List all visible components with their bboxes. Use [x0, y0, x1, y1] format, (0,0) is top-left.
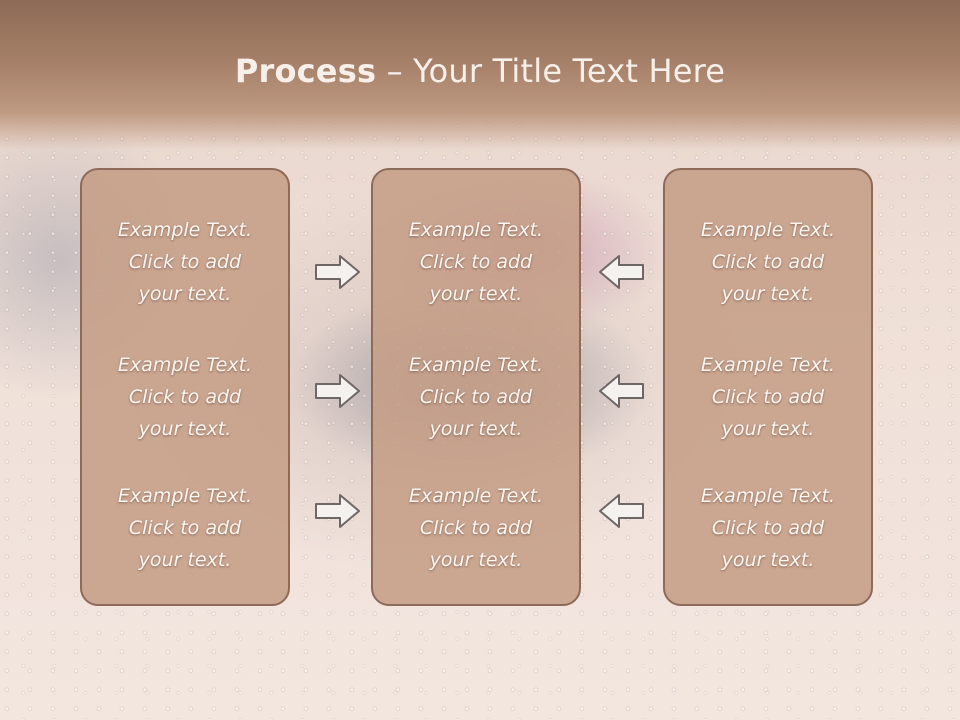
- arrow-right-icon: [315, 494, 360, 528]
- text-placeholder[interactable]: Example Text. Click to add your text.: [373, 480, 579, 576]
- process-box-middle[interactable]: Example Text. Click to add your text. Ex…: [371, 168, 581, 606]
- text-placeholder[interactable]: Example Text. Click to add your text.: [665, 214, 871, 310]
- text-placeholder[interactable]: Example Text. Click to add your text.: [665, 480, 871, 576]
- text-line: Click to add: [711, 517, 825, 539]
- text-line: Click to add: [128, 517, 242, 539]
- process-box-left[interactable]: Example Text. Click to add your text. Ex…: [80, 168, 290, 606]
- text-line: Example Text.: [700, 354, 836, 376]
- text-line: your text.: [721, 283, 815, 305]
- text-line: Click to add: [128, 251, 242, 273]
- text-line: your text.: [721, 418, 815, 440]
- process-box-right[interactable]: Example Text. Click to add your text. Ex…: [663, 168, 873, 606]
- text-line: Example Text.: [700, 485, 836, 507]
- text-line: Click to add: [711, 386, 825, 408]
- text-line: Click to add: [128, 386, 242, 408]
- slide-title[interactable]: Process – Your Title Text Here: [0, 52, 960, 90]
- arrow-left-icon: [599, 494, 644, 528]
- text-line: Example Text.: [408, 219, 544, 241]
- text-placeholder[interactable]: Example Text. Click to add your text.: [82, 214, 288, 310]
- text-line: your text.: [138, 283, 232, 305]
- text-line: your text.: [429, 418, 523, 440]
- text-line: Example Text.: [117, 354, 253, 376]
- text-placeholder[interactable]: Example Text. Click to add your text.: [665, 349, 871, 445]
- text-line: Example Text.: [117, 485, 253, 507]
- title-bar: [0, 0, 960, 150]
- text-line: your text.: [429, 283, 523, 305]
- text-placeholder[interactable]: Example Text. Click to add your text.: [82, 480, 288, 576]
- text-line: Example Text.: [700, 219, 836, 241]
- text-line: Click to add: [419, 517, 533, 539]
- title-bold: Process: [234, 52, 377, 90]
- text-placeholder[interactable]: Example Text. Click to add your text.: [82, 349, 288, 445]
- text-line: your text.: [429, 549, 523, 571]
- arrow-right-icon: [315, 255, 360, 289]
- text-placeholder[interactable]: Example Text. Click to add your text.: [373, 214, 579, 310]
- text-line: Example Text.: [117, 219, 253, 241]
- text-line: Click to add: [419, 251, 533, 273]
- text-placeholder[interactable]: Example Text. Click to add your text.: [373, 349, 579, 445]
- text-line: Click to add: [419, 386, 533, 408]
- title-rest: – Your Title Text Here: [376, 52, 726, 90]
- text-line: your text.: [138, 418, 232, 440]
- text-line: your text.: [721, 549, 815, 571]
- arrow-left-icon: [599, 255, 644, 289]
- text-line: Example Text.: [408, 485, 544, 507]
- text-line: Click to add: [711, 251, 825, 273]
- text-line: Example Text.: [408, 354, 544, 376]
- arrow-left-icon: [599, 374, 644, 408]
- arrow-right-icon: [315, 374, 360, 408]
- text-line: your text.: [138, 549, 232, 571]
